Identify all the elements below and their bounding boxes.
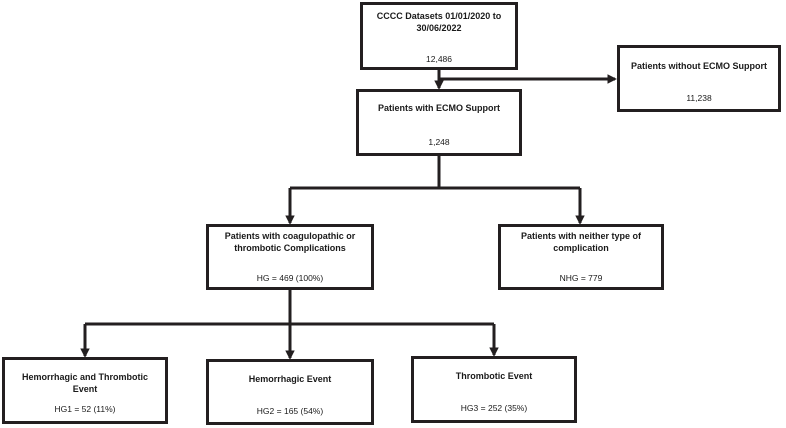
- hg1-count: HG1 = 52 (11%): [54, 404, 116, 414]
- hg1-title: Hemorrhagic and Thrombotic Event: [21, 372, 148, 394]
- with-ecmo-box: Patients with ECMO Support 1,248: [356, 89, 522, 156]
- datasets-box: CCCC Datasets 01/01/2020 to 30/06/2022 1…: [360, 2, 518, 70]
- hg3-title: Thrombotic Event: [455, 371, 533, 381]
- hg1-box: Hemorrhagic and Thrombotic Event HG1 = 5…: [2, 357, 168, 424]
- no-complication-title: Patients with neither type of complicati…: [520, 231, 641, 253]
- without-ecmo-box: Patients without ECMO Support 11,238: [617, 45, 781, 112]
- hg3-count: HG3 = 252 (35%): [460, 403, 528, 413]
- hg2-count: HG2 = 165 (54%): [256, 406, 324, 416]
- no-complication-count: NHG = 779: [559, 273, 603, 283]
- hg3-box: Thrombotic Event HG3 = 252 (35%): [411, 356, 577, 423]
- no-complication-box: Patients with neither type of complicati…: [498, 224, 664, 290]
- without-ecmo-count: 11,238: [686, 93, 712, 103]
- complications-box: Patients with coagulopathic or thromboti…: [206, 224, 374, 290]
- complications-count: HG = 469 (100%): [256, 273, 324, 283]
- datasets-count: 12,486: [426, 54, 452, 64]
- without-ecmo-title: Patients without ECMO Support: [631, 61, 767, 71]
- with-ecmo-title: Patients with ECMO Support: [377, 103, 500, 113]
- hg2-box: Hemorrhagic Event HG2 = 165 (54%): [206, 359, 374, 425]
- complications-title: Patients with coagulopathic or thromboti…: [224, 231, 356, 253]
- with-ecmo-count: 1,248: [428, 137, 450, 147]
- datasets-title: CCCC Datasets 01/01/2020 to 30/06/2022: [376, 11, 502, 33]
- hg2-title: Hemorrhagic Event: [248, 374, 332, 384]
